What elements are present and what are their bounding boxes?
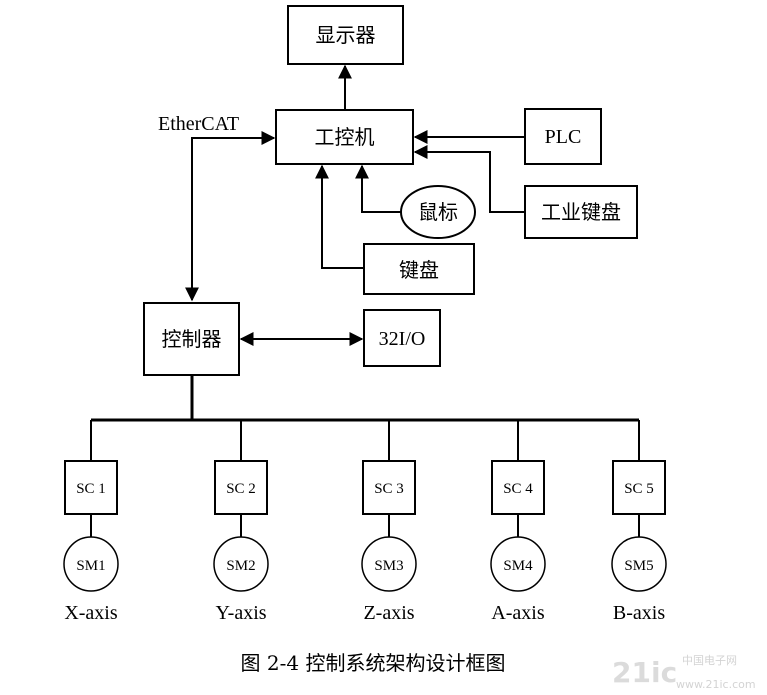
ipc-node: 工控机 xyxy=(275,109,414,165)
servo-motor-circle xyxy=(361,536,417,592)
servo-motor-label: SM3 xyxy=(374,558,403,574)
io-label: 32I/O xyxy=(379,328,426,350)
axis-name-label: Z-axis xyxy=(363,602,414,624)
keyboard-to-ipc-arrow xyxy=(315,164,364,269)
servo-motor-circle xyxy=(611,536,667,592)
servo-controller-box xyxy=(612,460,666,515)
keyboard-node: 键盘 xyxy=(363,243,475,295)
industrial-keyboard-node: 工业键盘 xyxy=(524,185,638,239)
display-node: 显示器 xyxy=(287,5,404,65)
industrial-keyboard-label: 工业键盘 xyxy=(541,200,621,224)
watermark-url: www.21ic.com xyxy=(676,678,756,691)
servo-motor-label: SM5 xyxy=(624,558,653,574)
servo-motor-circle xyxy=(63,536,119,592)
controller-label: 控制器 xyxy=(162,327,222,351)
watermark-logo: 21ic 中国电子网 www.21ic.com xyxy=(612,654,756,691)
industrial-keyboard-to-ipc-arrow xyxy=(413,145,525,213)
figure-caption: 图 2-4 控制系统架构设计框图 xyxy=(241,651,506,675)
servo-motor-circle xyxy=(213,536,269,592)
servo-motor-circle xyxy=(490,536,546,592)
plc-node: PLC xyxy=(524,108,602,165)
axis-name-label: B-axis xyxy=(613,602,665,624)
axis-name-label: X-axis xyxy=(64,602,118,624)
mouse-to-ipc-arrow xyxy=(355,164,401,213)
ethercat-label: EtherCAT xyxy=(158,113,239,135)
mouse-label: 鼠标 xyxy=(418,200,458,224)
watermark-logo-text: 21ic xyxy=(612,656,677,689)
keyboard-label: 键盘 xyxy=(399,258,439,282)
ethercat-link xyxy=(185,131,276,302)
servo-controller-label: SC 2 xyxy=(226,481,256,497)
servo-motor-label: SM1 xyxy=(76,558,105,574)
axis-name-label: A-axis xyxy=(491,602,545,624)
watermark-site-name: 中国电子网 xyxy=(682,654,737,667)
servo-motor-label: SM2 xyxy=(226,558,255,574)
display-label: 显示器 xyxy=(316,23,376,47)
axis-name-label: Y-axis xyxy=(215,602,266,624)
ipc-label: 工控机 xyxy=(315,125,375,149)
plc-label: PLC xyxy=(545,126,582,148)
mouse-node: 鼠标 xyxy=(400,185,476,239)
servo-motor-label: SM4 xyxy=(503,558,533,574)
servo-controller-label: SC 4 xyxy=(503,481,533,497)
servo-controller-label: SC 1 xyxy=(76,481,106,497)
io-node: 32I/O xyxy=(363,309,441,367)
servo-controller-label: SC 5 xyxy=(624,481,654,497)
servo-controller-label: SC 3 xyxy=(374,481,404,497)
controller-node: 控制器 xyxy=(143,302,240,376)
